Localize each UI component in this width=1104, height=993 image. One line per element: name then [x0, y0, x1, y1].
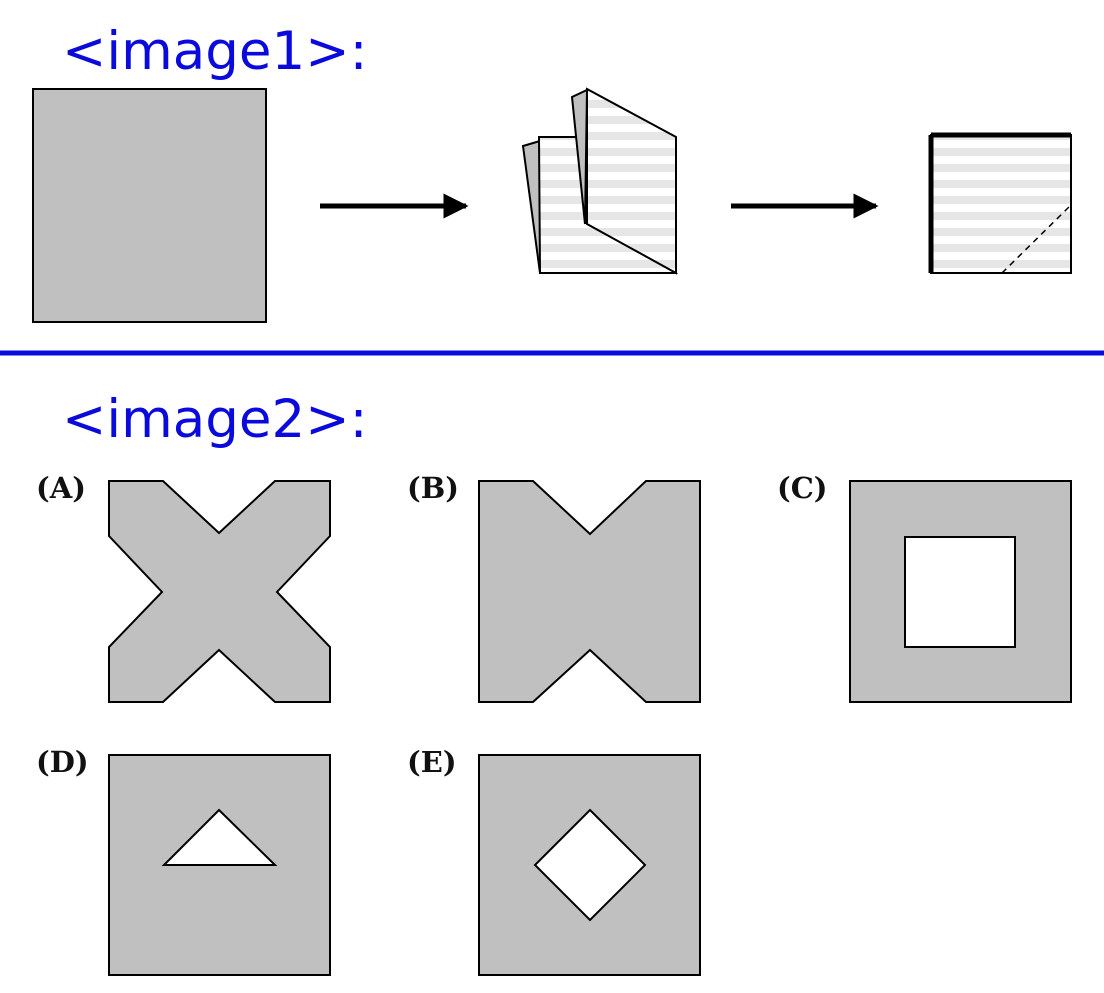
cut-line-dashed: [1001, 204, 1072, 274]
x-cross-shape: [108, 480, 331, 703]
image2-heading: <image2>:: [62, 389, 368, 450]
folding-paper-step: [521, 87, 678, 275]
fold-sequence: [32, 87, 1072, 323]
option-a-label: (A): [36, 471, 86, 505]
folded-square: [930, 134, 1072, 274]
fold-back-flap: [521, 139, 541, 274]
option-c-shape: [849, 480, 1072, 703]
image1-heading: <image1>:: [62, 21, 368, 82]
option-b-shape: [478, 480, 701, 703]
option-e-label: (E): [407, 745, 457, 779]
fold-front-flap: [586, 87, 677, 275]
triangle-hole: [161, 808, 278, 866]
square-hole: [904, 536, 1016, 648]
option-d-shape: [108, 754, 331, 976]
option-c-label: (C): [777, 471, 828, 505]
folded-paper-result: [928, 132, 1072, 274]
diamond-hole: [533, 808, 647, 922]
option-b-label: (B): [407, 471, 459, 505]
notched-square-shape: [478, 480, 701, 703]
unfolded-square-paper: [32, 88, 267, 323]
option-e-shape: [478, 754, 701, 976]
option-a-shape: [108, 480, 331, 703]
option-d-label: (D): [36, 745, 89, 779]
